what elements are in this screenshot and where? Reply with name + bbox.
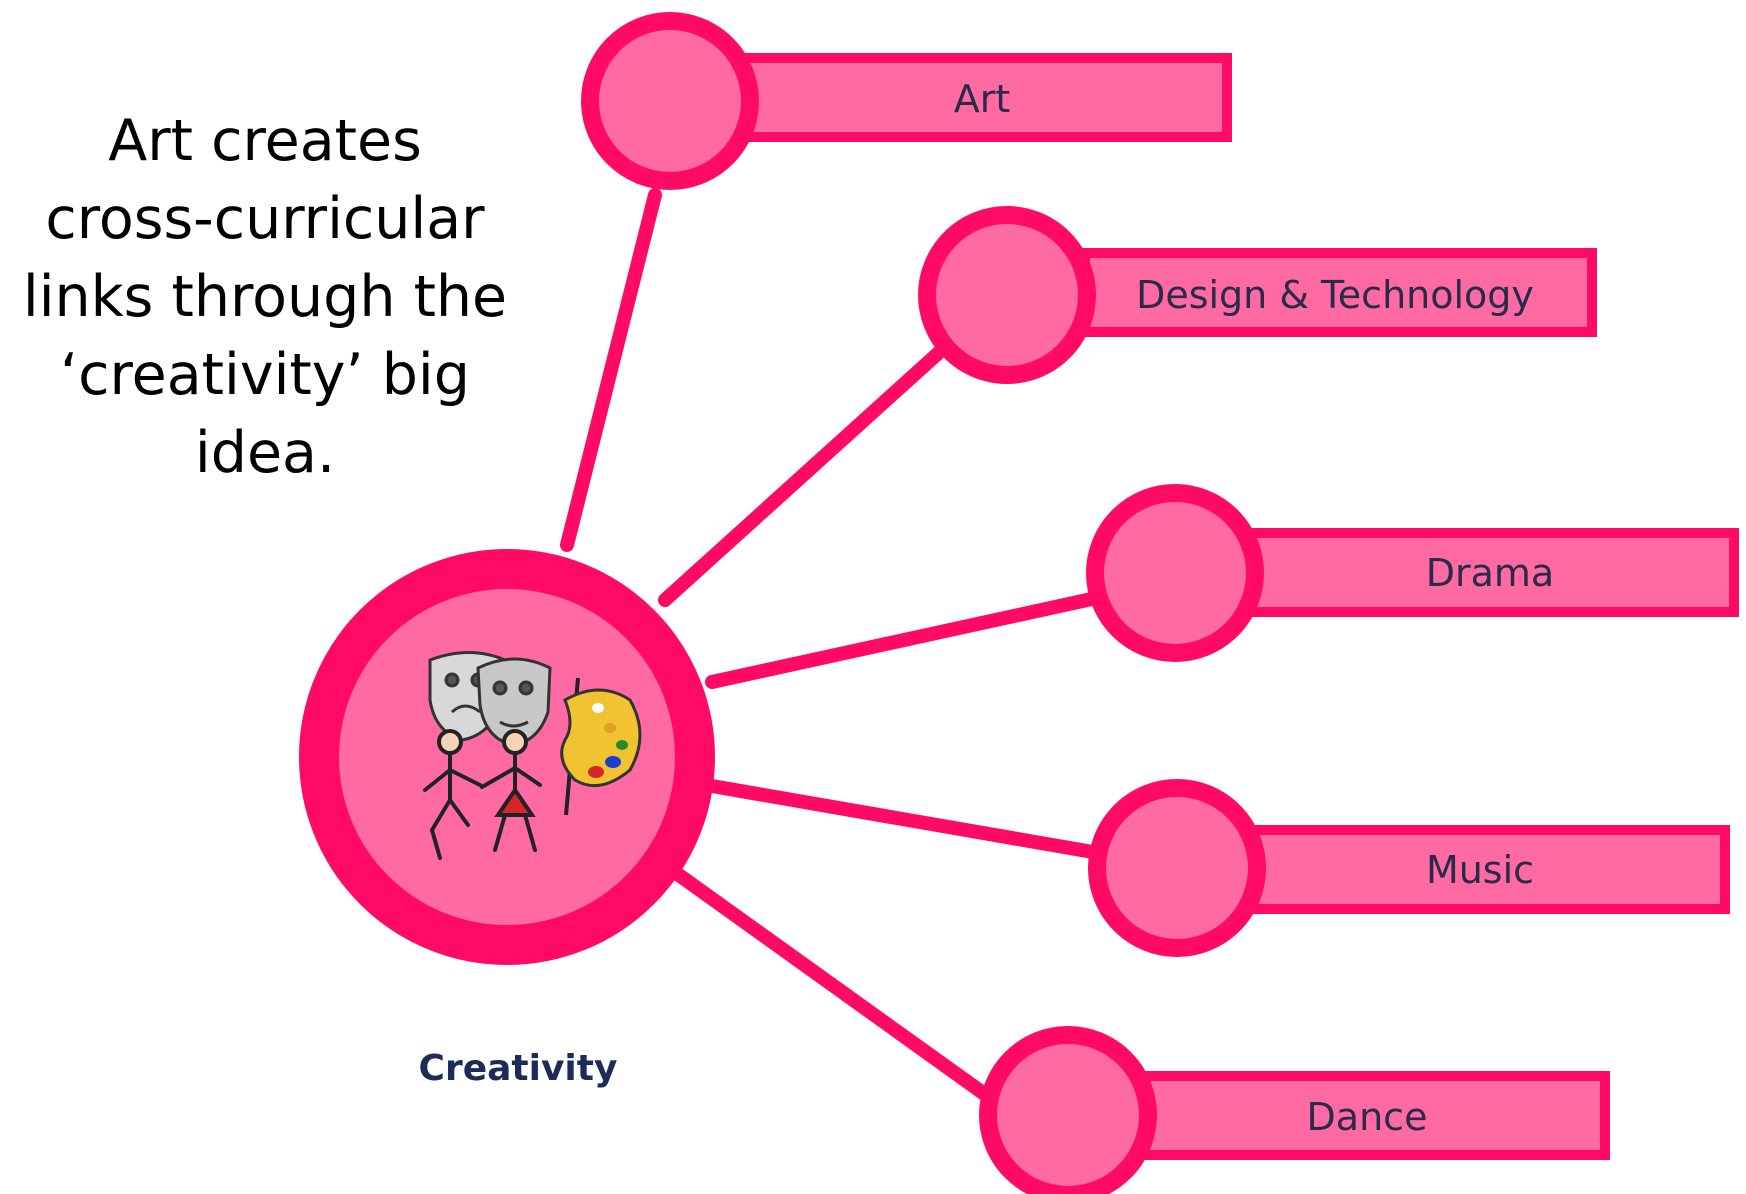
branch-label: Music	[1426, 848, 1534, 892]
center-hub[interactable]	[299, 549, 715, 965]
center-label: Creativity	[419, 1048, 618, 1089]
branch-drama[interactable]: Drama	[1086, 484, 1739, 662]
branch-label: Art	[954, 77, 1011, 121]
intro-line: links through the	[22, 264, 508, 330]
branch-music[interactable]: Music	[1088, 779, 1730, 957]
connector-design-technology	[658, 331, 962, 607]
intro-line: idea.	[194, 420, 336, 486]
connector-music	[705, 779, 1117, 862]
branch-bar	[1235, 825, 1730, 914]
connectors	[560, 188, 1117, 1105]
branch-node	[1086, 484, 1264, 662]
connector-drama	[705, 588, 1117, 689]
branch-node	[979, 1026, 1157, 1194]
connector-art	[560, 188, 662, 552]
branch-label: Drama	[1426, 551, 1554, 595]
branch-node	[1088, 779, 1266, 957]
intro-line: Art creates	[108, 108, 422, 174]
branch-art[interactable]: Art	[581, 12, 1232, 190]
branch-design-technology[interactable]: Design & Technology	[918, 206, 1597, 384]
branch-node	[918, 206, 1096, 384]
center-hub-circle	[299, 549, 715, 965]
theatre-masks-icon	[428, 651, 552, 747]
branch-label: Design & Technology	[1136, 273, 1534, 317]
branch-bar	[1235, 528, 1739, 617]
branch-bar	[1080, 248, 1597, 337]
dancing-people-icon	[423, 729, 542, 860]
branch-node	[581, 12, 759, 190]
branch-label: Dance	[1307, 1095, 1428, 1139]
branch-bar	[1125, 1071, 1610, 1160]
connector-dance	[665, 863, 997, 1105]
intro-line: ‘creativity’ big	[60, 342, 470, 408]
intro-line: cross-curricular	[45, 186, 485, 252]
branch-dance[interactable]: Dance	[979, 1026, 1610, 1194]
paint-palette-icon	[560, 677, 642, 816]
intro-text: Art creates cross-curricular links throu…	[0, 102, 530, 492]
